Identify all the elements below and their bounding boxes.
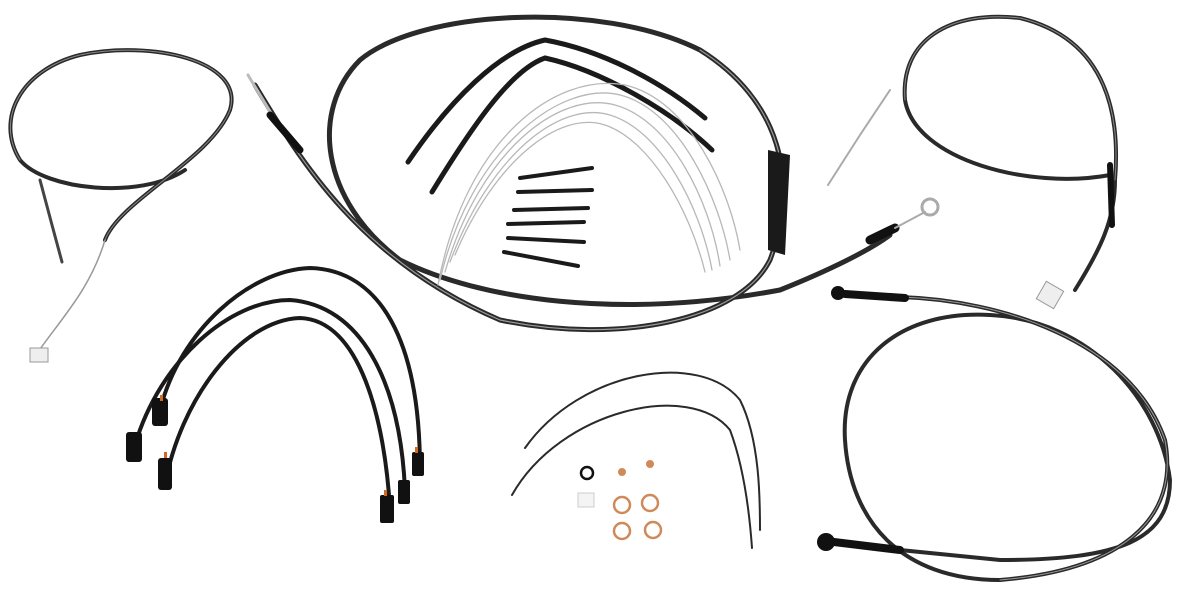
brake-cable-right [827, 14, 1119, 310]
connectors [126, 395, 424, 523]
banjo-fitting [831, 286, 845, 300]
eyelet-end [920, 197, 940, 217]
washers-and-fittings [577, 460, 663, 541]
brake-line-loop [817, 286, 1173, 583]
wiring-harness [133, 265, 422, 512]
clutch-cable-left [8, 48, 234, 363]
banjo-fitting [817, 533, 835, 551]
wire-bundle [437, 82, 741, 286]
cable-tag [29, 347, 49, 363]
heat-shrink-tubes [405, 37, 715, 268]
throttle-cable-loop [246, 14, 940, 333]
cable-tag [1035, 280, 1065, 310]
thin-cables [511, 371, 761, 549]
